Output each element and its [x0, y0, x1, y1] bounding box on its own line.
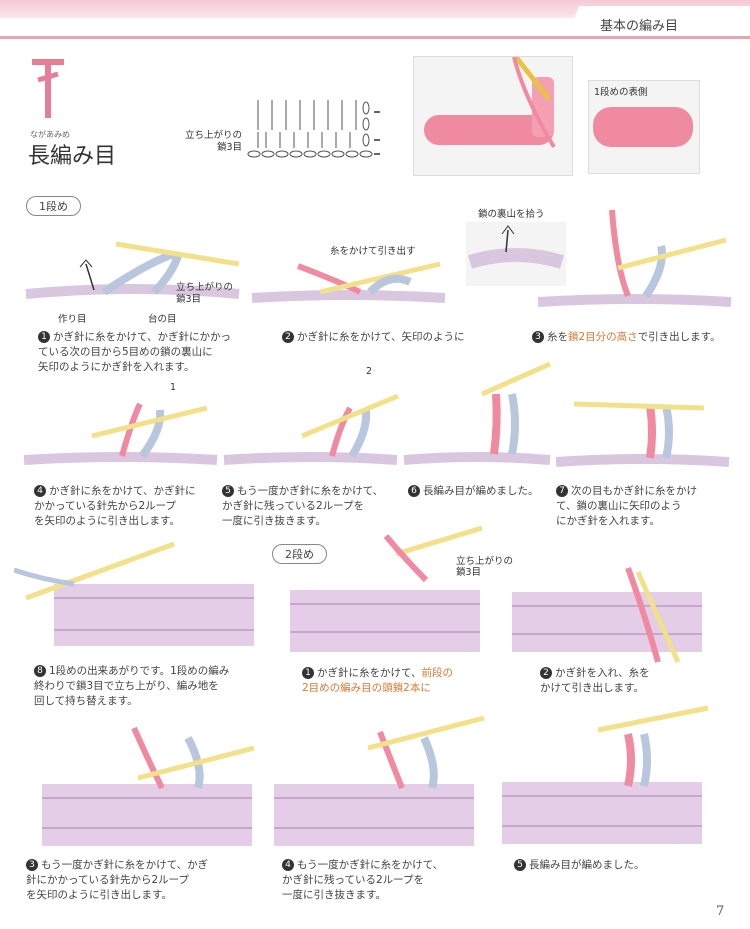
- illustration-row2-step1: [290, 525, 483, 652]
- stitch-ruby: ながあみめ: [30, 130, 70, 139]
- illustration-step3: [537, 209, 732, 307]
- illustration-step4: [23, 402, 218, 465]
- label-ura-yama: 鎖の裏山を拾う: [478, 209, 545, 220]
- illustration-row2-step2: [512, 566, 702, 664]
- photo-hook-work: [413, 56, 573, 176]
- illustration-step7: [555, 401, 730, 467]
- section-row2-pill: 2段め: [272, 544, 327, 564]
- chart-label: 立ち上がりの鎖3目: [184, 130, 242, 153]
- stitch-title: 長編み目: [28, 144, 117, 169]
- label-dai-no-me: 台の目: [148, 314, 177, 325]
- photo-right-side: [588, 80, 700, 174]
- header-title: 基本の編み目: [600, 19, 679, 34]
- illustration-step5: [223, 393, 399, 465]
- illustration-row2-step3: [42, 726, 255, 846]
- illustration-step1: [25, 241, 240, 299]
- label-ito-kakete: 糸をかけて引き出す: [330, 246, 416, 257]
- illustration-row2-step5: [502, 705, 709, 844]
- illustration-row1-complete: [14, 541, 254, 646]
- label-tachiagari: 立ち上がりの鎖3目: [176, 282, 234, 305]
- arrow-label-1: 1: [170, 382, 177, 393]
- double-crochet-symbol-icon: [32, 59, 64, 118]
- arrow-label-2: 2: [366, 366, 373, 377]
- label-r2-tachiagari: 立ち上がりの鎖3目: [456, 556, 514, 578]
- illustration-row2-step4: [274, 715, 485, 846]
- header-rule: [0, 36, 750, 39]
- label-tsukuri-me: 作り目: [58, 314, 87, 325]
- header-stripe: [0, 0, 750, 18]
- header-tab: [568, 6, 750, 36]
- photo-right-label: 1段めの表側: [594, 87, 648, 98]
- symbol-chart: [247, 100, 380, 158]
- section-row1-pill: 1段め: [26, 196, 81, 216]
- illustration-step6: [403, 361, 552, 465]
- page-number: 7: [716, 904, 725, 919]
- illustration-step2: [251, 261, 446, 303]
- illustration-chain-back: [466, 222, 566, 286]
